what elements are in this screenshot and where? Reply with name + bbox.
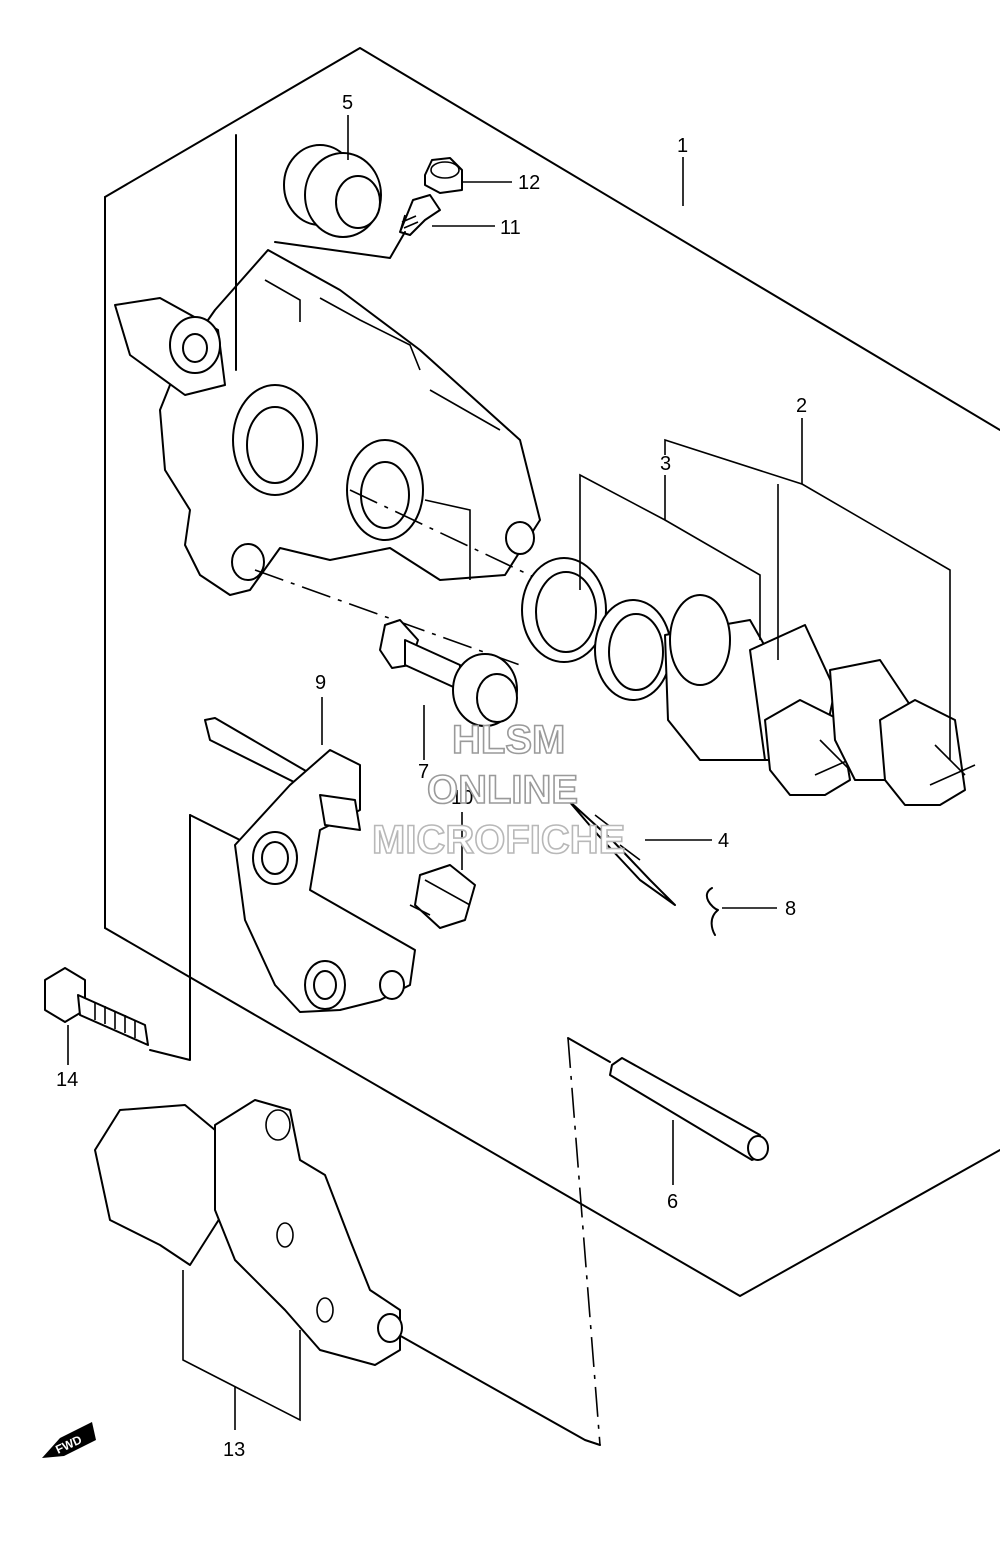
callout-3: 3 — [660, 453, 671, 475]
part-4-pad-spring — [567, 799, 676, 906]
part-8-clip — [706, 887, 719, 936]
assembly-frame — [104, 47, 1000, 1297]
center-lines — [149, 134, 611, 1446]
watermark-line-3: MICROFICHE — [372, 818, 625, 862]
part-9-bracket — [204, 717, 416, 1013]
callout-numbers: 1 2 3 4 5 6 7 8 9 10 11 12 13 14 — [56, 92, 807, 1461]
callout-7: 7 — [418, 761, 429, 783]
callout-1: 1 — [677, 135, 688, 157]
callout-8: 8 — [785, 898, 796, 920]
callout-12: 12 — [518, 172, 540, 194]
watermark-line-2: ONLINE — [427, 768, 578, 812]
part-12-cap — [424, 157, 463, 194]
callout-6: 6 — [667, 1191, 678, 1213]
part-10-spring-clip — [409, 864, 476, 929]
part-14-bolt — [44, 967, 149, 1046]
part-6-pad-pin — [609, 1057, 769, 1161]
part-7-pin-bolt — [379, 619, 518, 760]
part-5-boot — [283, 144, 382, 238]
callout-5: 5 — [342, 92, 353, 114]
callout-4: 4 — [718, 830, 729, 852]
caliper-body — [114, 249, 541, 596]
callout-2: 2 — [796, 395, 807, 417]
pistons — [664, 594, 976, 806]
callout-9: 9 — [315, 672, 326, 694]
piston-seals — [521, 557, 672, 701]
part-13-brake-pads — [94, 1099, 403, 1366]
callout-11: 11 — [500, 217, 521, 239]
callout-14: 14 — [56, 1069, 78, 1091]
fwd-direction-badge: FWD — [42, 1422, 96, 1458]
leader-lines — [67, 115, 951, 1430]
callout-13: 13 — [223, 1439, 245, 1461]
callout-10: 10 — [451, 787, 473, 809]
watermark-line-1: HLSM — [452, 718, 565, 762]
part-11-bleeder — [399, 194, 441, 236]
watermark: HLSM ONLINE MICROFICHE — [371, 717, 626, 863]
